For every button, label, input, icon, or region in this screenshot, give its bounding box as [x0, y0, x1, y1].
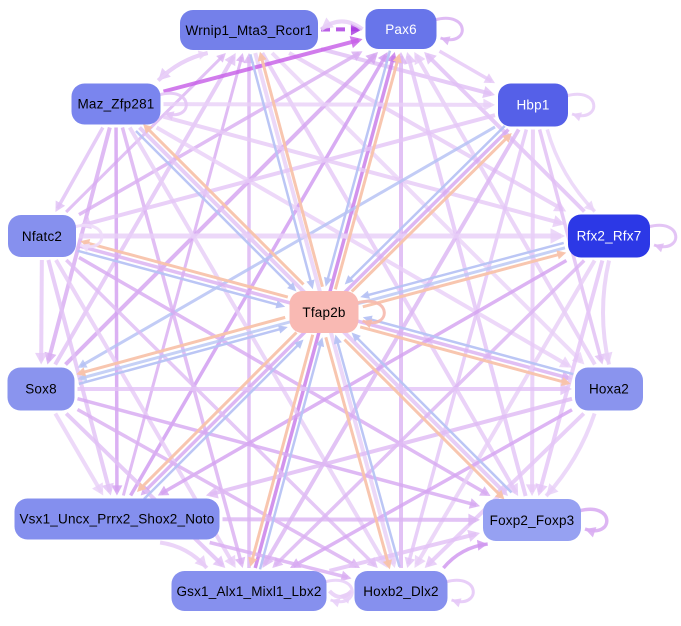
node-maz[interactable]: Maz_Zfp281	[71, 83, 161, 125]
edge-hoxb2-pax6	[394, 52, 408, 568]
edge-gsx1-foxp2	[329, 529, 480, 573]
node-label: Gsx1_Alx1_Mixl1_Lbx2	[176, 583, 322, 599]
node-sox8[interactable]: Sox8	[7, 367, 75, 411]
edge-hbp1-tfap2b	[344, 125, 506, 285]
node-label: Hoxa2	[588, 381, 630, 397]
self-loop-tfap2b	[356, 299, 386, 329]
edge-hoxa2-foxp2	[544, 412, 597, 498]
edge-maz-rfx2	[162, 114, 565, 228]
edge-tfap2b-pax6	[333, 53, 402, 290]
edge-vsx1-foxp2	[222, 513, 480, 527]
node-label: Wrnip1_Mta3_Rcor1	[185, 22, 313, 38]
edge-sox8-vsx1	[53, 412, 104, 496]
node-label: Foxp2_Foxp3	[489, 512, 575, 528]
edge-maz-nfatc2	[55, 126, 105, 212]
node-label: Maz_Zfp281	[77, 96, 155, 112]
edge-tfap2b-hbp1	[350, 133, 512, 293]
edge-nfatc2-foxp2	[78, 255, 491, 496]
edge-maz-hbp1	[163, 98, 495, 112]
edge-tfap2b-rfx2	[362, 250, 567, 309]
node-label: Nfatc2	[21, 228, 63, 244]
node-wrnip1[interactable]: Wrnip1_Mta3_Rcor1	[180, 10, 318, 50]
edge-maz-sox8	[44, 126, 112, 365]
node-vsx1[interactable]: Vsx1_Uncx_Prrx2_Shox2_Noto	[14, 498, 220, 540]
edge-sox8-foxp2	[77, 397, 480, 509]
edge-tfap2b-sox8	[76, 315, 286, 377]
edge-nfatc2-tfap2b	[77, 249, 286, 309]
self-loop-maz	[158, 91, 188, 121]
edge-maz-hoxa2	[155, 125, 572, 368]
edge-rfx2-hoxa2	[600, 260, 613, 365]
node-label: Hoxb2_Dlx2	[363, 583, 439, 599]
edge-pax6-hbp1	[438, 49, 495, 84]
edge-vsx1-hoxb2	[209, 540, 352, 582]
edge-pax6-tfap2b	[324, 50, 392, 287]
self-loop-hbp1	[565, 92, 596, 122]
edge-vsx1-gsx1	[159, 540, 209, 570]
edge-nfatc2-sox8	[35, 259, 48, 365]
edge-gsx1-tfap2b	[258, 337, 325, 570]
edge-tfap2b-hoxb2	[324, 336, 392, 570]
edge-tfap2b-vsx1	[136, 331, 298, 492]
edge-vsx1-pax6	[129, 52, 388, 497]
node-nfatc2[interactable]: Nfatc2	[8, 215, 76, 257]
node-gsx1[interactable]: Gsx1_Alx1_Mixl1_Lbx2	[171, 571, 327, 611]
edge-maz-pax6	[162, 36, 363, 94]
edge-wrnip1-hbp1	[320, 47, 495, 98]
node-label: Hbp1	[516, 97, 550, 113]
edge-hbp1-rfx2	[545, 129, 597, 213]
self-loop-hoxb2	[445, 578, 475, 608]
edge-maz-wrnip1	[157, 50, 209, 82]
edge-pax6-wrnip1	[319, 17, 364, 32]
self-loop-nfatc2	[73, 223, 104, 253]
node-hbp1[interactable]: Hbp1	[498, 83, 568, 127]
self-loop-gsx1	[324, 578, 354, 608]
edge-sox8-hoxa2	[77, 382, 572, 396]
node-label: Pax6	[385, 21, 417, 37]
edge-tfap2b-maz	[143, 123, 305, 286]
edge-nfatc2-rfx2	[79, 228, 565, 244]
self-loop-rfx2	[647, 223, 678, 253]
edge-tfap2b-foxp2	[343, 338, 505, 500]
edge-foxp2-pax6	[404, 52, 528, 497]
edge-hoxa2-vsx1	[205, 396, 573, 499]
node-rfx2[interactable]: Rfx2_Rfx7	[568, 214, 650, 258]
edge-foxp2-tfap2b	[351, 332, 513, 494]
edge-hoxb2-tfap2b	[333, 334, 401, 568]
edge-nfatc2-pax6	[78, 51, 363, 217]
edge-rfx2-vsx1	[157, 258, 568, 496]
self-loop-foxp2	[578, 507, 609, 538]
node-pax6[interactable]: Pax6	[365, 9, 437, 49]
node-hoxa2[interactable]: Hoxa2	[575, 367, 643, 411]
node-label: Rfx2_Rfx7	[576, 228, 642, 244]
edge-tfap2b-gsx1	[248, 334, 315, 567]
edge-vsx1-wrnip1	[121, 53, 245, 496]
node-tfap2b[interactable]: Tfap2b	[289, 291, 359, 333]
edge-nfatc2-vsx1	[46, 259, 114, 496]
edge-hbp1-sox8	[77, 125, 496, 368]
edge-sox8-tfap2b	[78, 325, 288, 386]
edge-tfap2b-wrnip1	[257, 51, 324, 288]
node-hoxb2[interactable]: Hoxb2_Dlx2	[354, 571, 448, 611]
self-loop-pax6	[434, 16, 464, 46]
edge-wrnip1-tfap2b	[249, 53, 315, 290]
edge-wrnip1-pax6	[320, 23, 363, 36]
edge-vsx1-tfap2b	[143, 339, 304, 500]
edge-rfx2-foxp2	[535, 259, 605, 496]
edge-rfx2-hoxb2	[414, 259, 597, 568]
node-foxp2[interactable]: Foxp2_Foxp3	[483, 499, 581, 541]
edge-hoxb2-foxp2	[442, 539, 488, 570]
edge-maz-tfap2b	[135, 130, 297, 292]
edge-tfap2b-hoxa2	[359, 325, 571, 386]
node-label: Vsx1_Uncx_Prrx2_Shox2_Noto	[19, 511, 215, 527]
edge-rfx2-tfap2b	[360, 241, 565, 299]
node-label: Sox8	[25, 381, 57, 397]
node-label: Tfap2b	[302, 304, 346, 320]
edge-gsx1-wrnip1	[243, 53, 255, 568]
